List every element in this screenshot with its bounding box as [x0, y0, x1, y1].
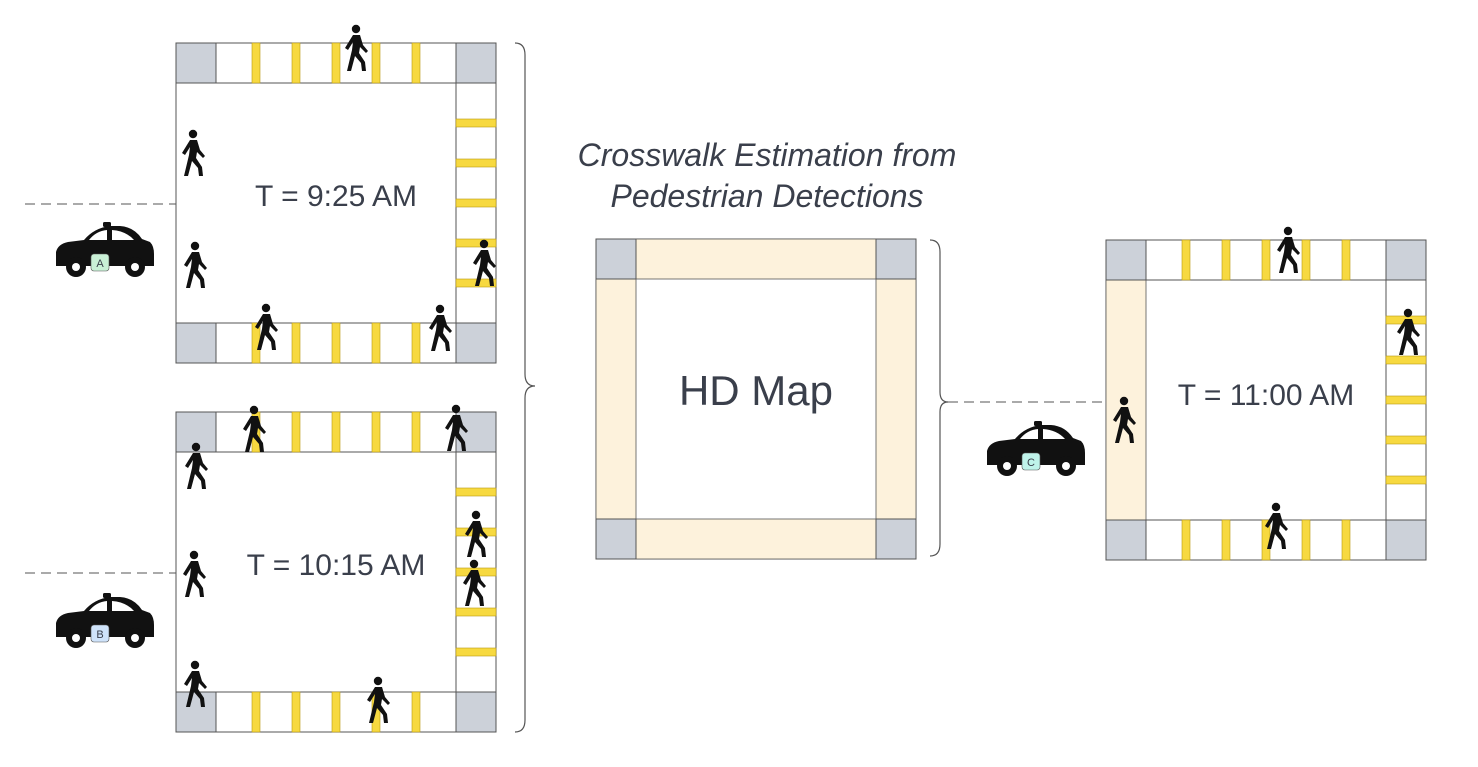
diagram-title-line2: Pedestrian Detections [610, 178, 923, 214]
intersection-top-left: T = 9:25 AM [175, 24, 497, 364]
time-label: T = 11:00 AM [1178, 379, 1355, 412]
corner-block [595, 518, 637, 560]
car-label: A [96, 258, 104, 270]
hd-map-crosswalk-west [595, 278, 637, 520]
corner-block [455, 42, 497, 84]
brace-left [514, 42, 536, 733]
car-b: B [56, 593, 154, 648]
corner-block [1385, 519, 1427, 561]
time-label: T = 9:25 AM [255, 180, 417, 213]
time-label: T = 10:15 AM [247, 549, 426, 582]
corner-block [455, 691, 497, 733]
car-badge [90, 253, 110, 272]
car-label: C [1027, 457, 1035, 469]
crosswalk-stripes-north [1181, 239, 1351, 281]
intersection-outline [175, 411, 497, 733]
brace-right [929, 239, 949, 557]
car-badge [1021, 452, 1041, 471]
intersection-right: T = 11:00 AM [1105, 226, 1427, 561]
crosswalk-stripes-south [251, 691, 421, 733]
crosswalk-stripes-north [251, 42, 421, 84]
hd-map-label: HD Map [679, 367, 833, 414]
hd-map-crosswalk-east [875, 278, 917, 520]
corner-block [875, 518, 917, 560]
intersection-outline [1105, 239, 1427, 561]
hd-map: HD Map [595, 238, 917, 560]
car-a: A [56, 222, 154, 277]
car-label: B [96, 629, 103, 641]
corner-block [175, 322, 217, 364]
car-badge [90, 624, 110, 643]
corner-block [455, 322, 497, 364]
diagram-title-line1: Crosswalk Estimation from [578, 137, 957, 173]
corner-block [1105, 519, 1147, 561]
corner-block [595, 238, 637, 280]
hd-map-crosswalk-north [635, 238, 877, 280]
car-c: C [987, 421, 1085, 476]
intersection-bottom-left: T = 10:15 AM [175, 404, 497, 733]
corner-block [175, 42, 217, 84]
corner-block [1385, 239, 1427, 281]
corner-block [1105, 239, 1147, 281]
hd-map-crosswalk-south [635, 518, 877, 560]
corner-block [175, 691, 217, 733]
corner-block [875, 238, 917, 280]
